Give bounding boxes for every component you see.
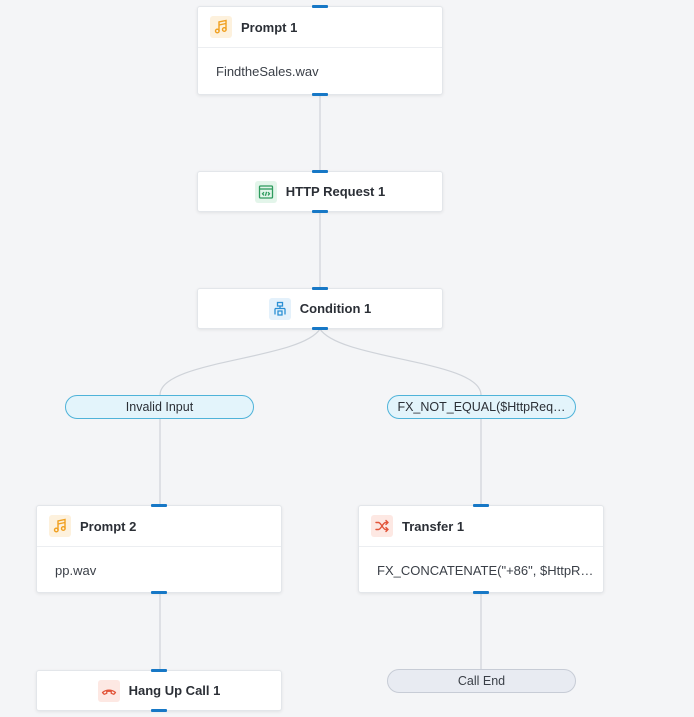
prompt1-input-port[interactable]	[312, 5, 328, 8]
wire-condition1-invalid	[159, 328, 321, 396]
prompt2-header: Prompt 2	[37, 506, 281, 546]
prompt2-output-port[interactable]	[151, 591, 167, 594]
prompt2-file: pp.wav	[37, 546, 281, 594]
http-request1-header: HTTP Request 1	[198, 172, 442, 211]
call-end-terminal[interactable]: Call End	[387, 669, 576, 693]
http-request1-output-port[interactable]	[312, 210, 328, 213]
prompt1-output-port[interactable]	[312, 93, 328, 96]
http-request1-input-port[interactable]	[312, 170, 328, 173]
http-request1-node[interactable]: HTTP Request 1	[197, 170, 443, 213]
transfer1-title: Transfer 1	[402, 518, 465, 534]
code-window-icon	[254, 180, 277, 203]
wire-condition1-notequal	[319, 328, 482, 396]
condition1-node[interactable]: Condition 1	[197, 287, 443, 330]
branch-invalid-input[interactable]: Invalid Input	[65, 395, 254, 419]
prompt2-title: Prompt 2	[80, 518, 137, 534]
hangup1-node[interactable]: Hang Up Call 1	[36, 669, 282, 712]
prompt2-node[interactable]: Prompt 2 pp.wav	[36, 504, 282, 594]
prompt1-file: FindtheSales.wav	[198, 47, 442, 95]
hangup1-input-port[interactable]	[151, 669, 167, 672]
prompt2-input-port[interactable]	[151, 504, 167, 507]
transfer1-target: FX_CONCATENATE("+86", $HttpR…	[359, 546, 603, 594]
transfer1-header: Transfer 1	[359, 506, 603, 546]
phone-hangup-icon	[97, 679, 120, 702]
transfer1-node[interactable]: Transfer 1 FX_CONCATENATE("+86", $HttpR…	[358, 504, 604, 594]
http-request1-title: HTTP Request 1	[285, 184, 386, 199]
music-note-icon	[210, 16, 232, 38]
hangup1-header: Hang Up Call 1	[37, 671, 281, 710]
prompt1-header: Prompt 1	[198, 7, 442, 47]
flowchart-icon	[268, 297, 291, 320]
shuffle-icon	[371, 515, 393, 537]
hangup1-output-port[interactable]	[151, 709, 167, 712]
prompt1-node[interactable]: Prompt 1 FindtheSales.wav	[197, 5, 443, 96]
prompt1-title: Prompt 1	[241, 19, 298, 35]
hangup1-title: Hang Up Call 1	[128, 683, 221, 698]
music-note-icon	[49, 515, 71, 537]
branch-fx-not-equal[interactable]: FX_NOT_EQUAL($HttpReq…	[387, 395, 576, 419]
transfer1-input-port[interactable]	[473, 504, 489, 507]
transfer1-output-port[interactable]	[473, 591, 489, 594]
condition1-header: Condition 1	[198, 289, 442, 328]
condition1-output-port[interactable]	[312, 327, 328, 330]
condition1-title: Condition 1	[299, 301, 372, 316]
condition1-input-port[interactable]	[312, 287, 328, 290]
